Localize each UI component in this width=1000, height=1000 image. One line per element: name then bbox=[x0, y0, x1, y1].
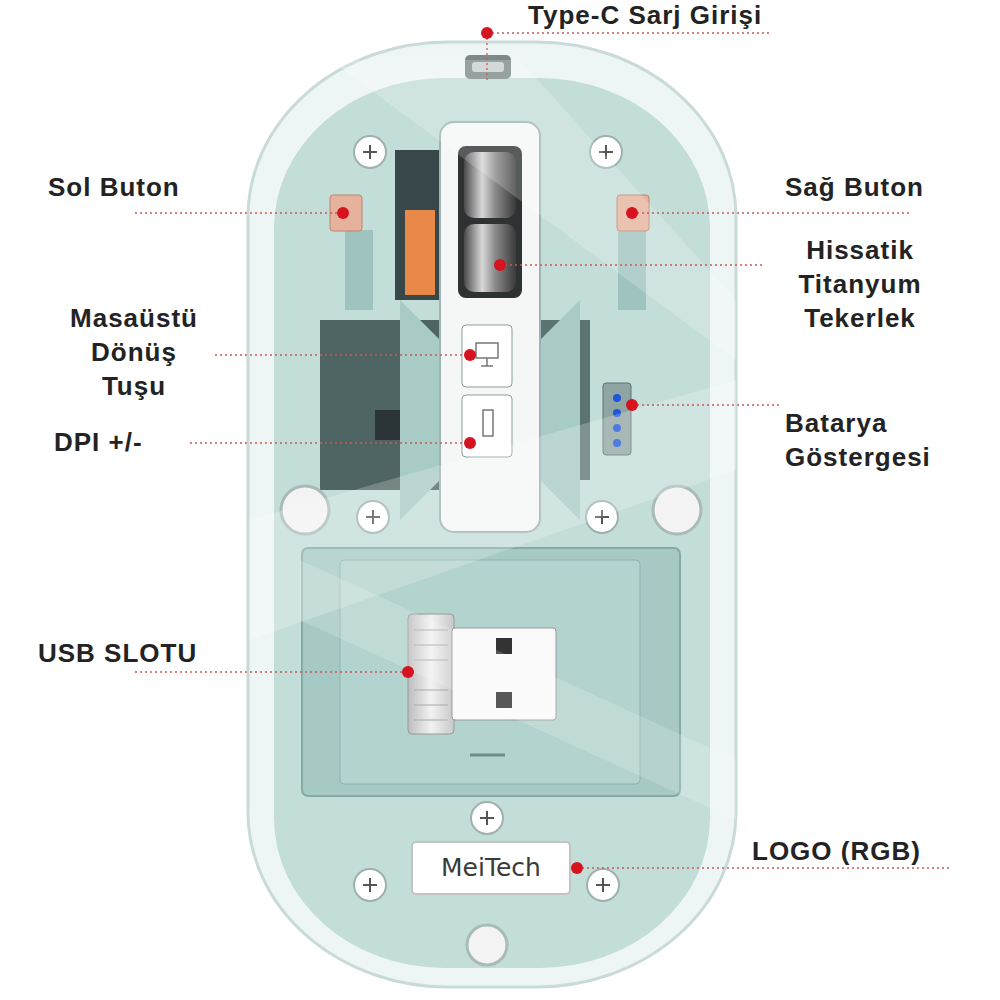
glare bbox=[300, 560, 736, 820]
mouse-shell bbox=[248, 42, 736, 987]
leader-lines bbox=[500, 264, 765, 265]
part-label: Sol Buton bbox=[48, 170, 248, 204]
button-levers bbox=[330, 195, 362, 231]
logo-plate bbox=[412, 842, 570, 894]
callout-dots bbox=[464, 437, 476, 449]
logo-text: MeiTech bbox=[412, 853, 570, 883]
wheel-column bbox=[462, 325, 512, 387]
part-label: Batarya Göstergesi bbox=[785, 406, 970, 474]
part-label: Masaüstü Dönüş Tuşu bbox=[58, 301, 210, 403]
glare bbox=[330, 60, 736, 360]
leader-lines bbox=[215, 354, 470, 355]
glare bbox=[250, 60, 736, 820]
port-label: Type-C Sarj Girişi bbox=[528, 0, 848, 32]
bosses bbox=[467, 925, 507, 965]
logo-plate bbox=[412, 842, 570, 894]
leader-lines bbox=[190, 442, 470, 443]
part-label: LOGO (RGB) bbox=[752, 834, 982, 868]
battery-indicator bbox=[613, 394, 621, 402]
leader-lines bbox=[487, 33, 770, 80]
leader-lines bbox=[577, 867, 950, 868]
leader-lines bbox=[135, 212, 343, 213]
leader-lines bbox=[632, 212, 910, 213]
leader-lines bbox=[632, 404, 780, 405]
circuit-board bbox=[405, 210, 435, 295]
callout-dots bbox=[626, 207, 638, 219]
button-levers bbox=[345, 230, 373, 310]
callout-dots bbox=[337, 27, 638, 874]
callout-dots bbox=[494, 259, 506, 271]
battery-bay bbox=[470, 754, 505, 757]
part-label: Sağ Buton bbox=[785, 170, 985, 204]
wheel-column bbox=[464, 224, 516, 292]
callout-dots bbox=[571, 862, 583, 874]
callout-dots bbox=[402, 666, 414, 678]
callout-dots bbox=[337, 207, 349, 219]
part-label: USB SLOTU bbox=[38, 636, 268, 670]
callout-dots bbox=[481, 27, 493, 39]
part-label: DPI +/- bbox=[54, 425, 194, 459]
mouse-shell bbox=[248, 42, 736, 987]
wheel-column bbox=[483, 410, 493, 436]
part-label: Hissatik Titanyum Tekerlek bbox=[770, 233, 950, 335]
leader-lines bbox=[135, 671, 408, 672]
callout-dots bbox=[626, 399, 638, 411]
wheel-column bbox=[481, 358, 493, 366]
wheel-column bbox=[476, 343, 498, 358]
callout-dots bbox=[464, 349, 476, 361]
